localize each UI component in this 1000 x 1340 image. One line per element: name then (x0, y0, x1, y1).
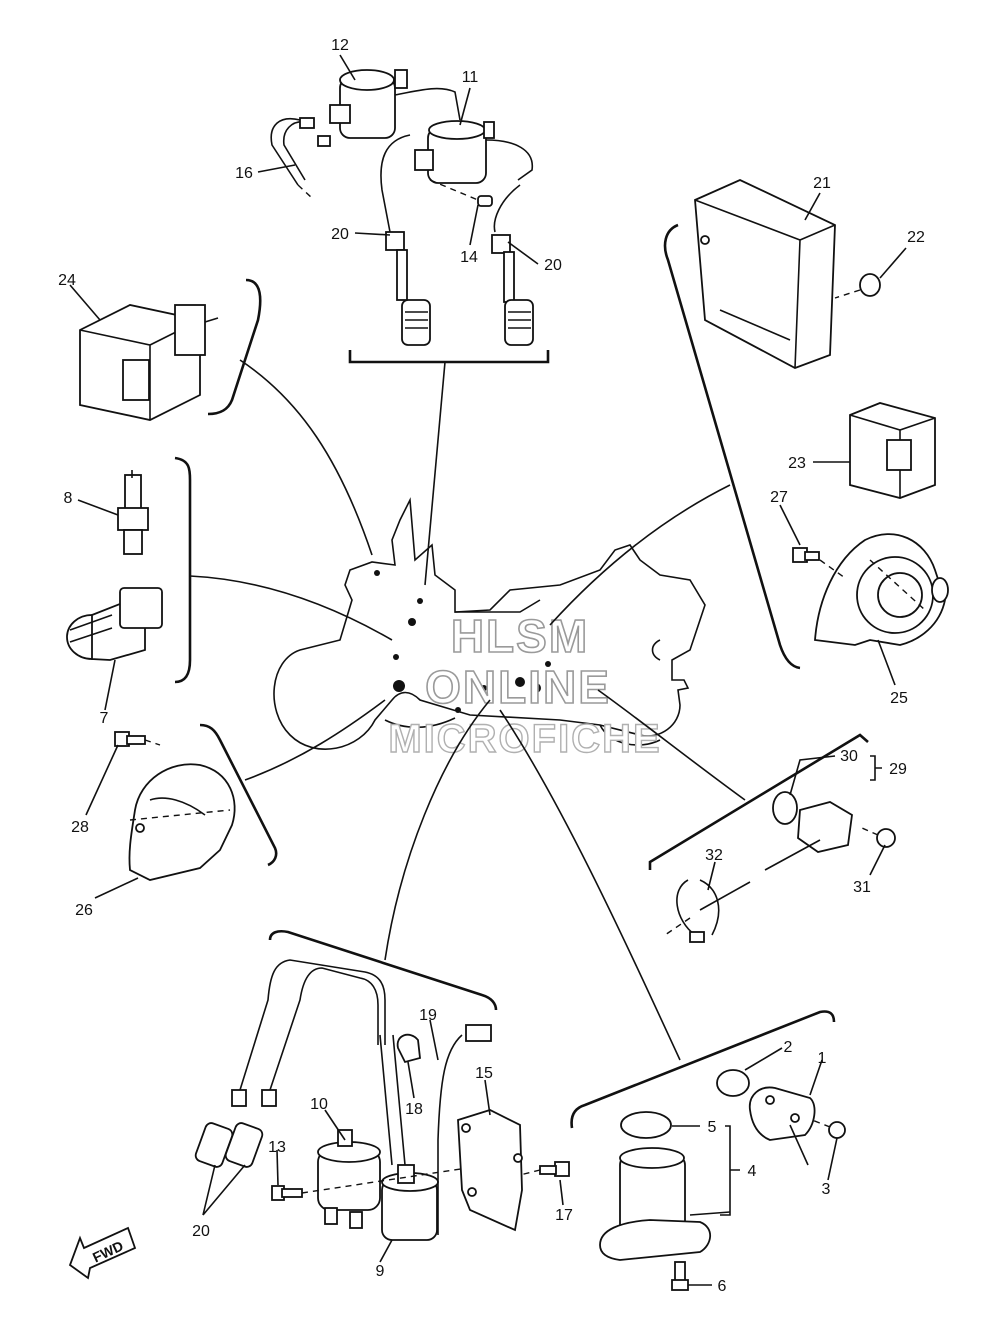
ignition-coil-9 (379, 1034, 439, 1241)
high-tension-leads-bottom (194, 959, 386, 1168)
callout-26: 26 (75, 902, 93, 919)
callout-12: 12 (331, 37, 349, 54)
callout-11: 11 (462, 69, 479, 86)
callout-14: 14 (460, 249, 478, 266)
high-tension-leads-top (380, 134, 534, 346)
plate-1 (748, 1086, 816, 1166)
lead-wire-16 (270, 117, 331, 199)
ignition-coil-11 (414, 120, 533, 184)
harness-32 (664, 879, 720, 943)
o-ring-2 (716, 1069, 750, 1097)
callout-20-bottom: 20 (192, 1223, 210, 1240)
callout-20-top-left: 20 (331, 226, 349, 243)
callout-15: 15 (475, 1065, 493, 1082)
callout-6: 6 (718, 1278, 727, 1295)
screw-3 (811, 1119, 846, 1139)
fuel-sender-4 (599, 1147, 731, 1261)
callout-4: 4 (748, 1163, 757, 1180)
callout-leaders (69, 54, 907, 1286)
watermark: HLSM ONLINE MICROFICHE (388, 609, 661, 762)
bracket-15 (457, 1109, 523, 1232)
callout-17: 17 (555, 1207, 573, 1224)
group-brackets (174, 223, 869, 1129)
callout-labels: 12 11 16 20 14 20 21 22 24 8 7 23 27 25 … (58, 37, 925, 1295)
thermo-switch-7 (66, 587, 163, 661)
callout-29: 29 (889, 761, 907, 778)
callout-32: 32 (705, 847, 723, 864)
callout-30: 30 (840, 748, 858, 765)
callout-25: 25 (890, 690, 908, 707)
o-ring-5 (620, 1111, 672, 1139)
bolt-27 (792, 547, 846, 579)
callout-24: 24 (58, 272, 76, 289)
relay-23 (849, 402, 936, 499)
callout-19: 19 (419, 1007, 437, 1024)
bolt-6 (671, 1261, 689, 1291)
bolt-17 (519, 1161, 570, 1177)
callout-10: 10 (310, 1096, 328, 1113)
callout-28: 28 (71, 819, 89, 836)
callout-5: 5 (708, 1119, 717, 1136)
callout-1: 1 (818, 1050, 827, 1067)
callout-21: 21 (813, 175, 831, 192)
callout-23: 23 (788, 455, 806, 472)
relay-24 (79, 304, 219, 421)
callout-3: 3 (822, 1181, 831, 1198)
callout-9: 9 (376, 1263, 385, 1280)
bolt-31 (861, 827, 896, 848)
callout-8: 8 (64, 490, 73, 507)
forward-arrow-icon: FWD (68, 1226, 137, 1280)
callout-31: 31 (853, 879, 871, 896)
callout-2: 2 (784, 1039, 793, 1056)
fwd-label: FWD (90, 1237, 126, 1265)
ignition-coil-10 (317, 1129, 381, 1229)
ecu-21 (694, 179, 836, 369)
callout-13: 13 (268, 1139, 286, 1156)
bolt-28 (114, 731, 161, 747)
sensor-29 (699, 801, 853, 911)
ignition-coil-12 (329, 69, 461, 139)
watermark-line3: MICROFICHE (388, 717, 661, 761)
horn-25 (814, 533, 949, 646)
motorcycle-outline (273, 497, 706, 750)
callout-7: 7 (100, 710, 109, 727)
clamp-18 (396, 1033, 421, 1064)
watermark-line1: HLSM (451, 610, 589, 662)
lead-wire-19 (437, 1024, 492, 1235)
screw-14 (429, 179, 493, 207)
callout-16: 16 (235, 165, 253, 182)
horn-26 (128, 763, 236, 881)
callout-22: 22 (907, 229, 925, 246)
callout-18: 18 (405, 1101, 423, 1118)
grommet-22 (834, 273, 881, 299)
callout-20-top-right: 20 (544, 257, 562, 274)
switch-8 (117, 470, 149, 555)
watermark-line2: ONLINE (425, 661, 611, 713)
callout-27: 27 (770, 489, 788, 506)
o-ring-30 (772, 791, 798, 825)
